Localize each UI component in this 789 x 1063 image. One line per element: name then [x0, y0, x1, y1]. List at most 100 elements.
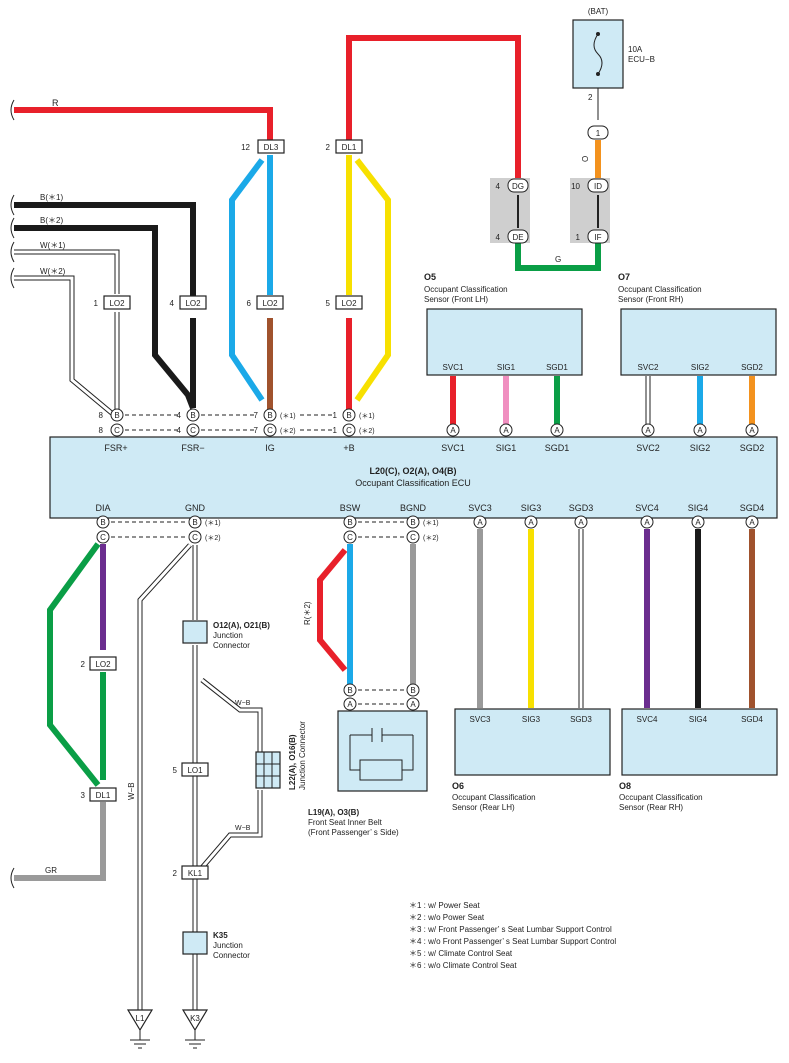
svg-text:Junction Connector: Junction Connector [298, 721, 307, 790]
svg-text:(＊2): (＊2) [280, 428, 296, 435]
svg-text:B: B [114, 411, 119, 420]
svg-text:SIG2: SIG2 [691, 363, 710, 372]
wire-label-w2: W(＊2) [40, 267, 66, 276]
svg-text:B: B [347, 686, 352, 695]
svg-text:1: 1 [333, 411, 338, 420]
connector-lo2-br: LO2 6 [247, 295, 284, 310]
ecu-pin-bsw: BSW [340, 503, 361, 513]
wire-label-g: G [555, 255, 561, 264]
connector-lo1: LO1 5 [173, 762, 209, 777]
svg-text:12: 12 [241, 143, 250, 152]
wire-break-mark [10, 241, 15, 263]
svg-text:LO2: LO2 [341, 299, 357, 308]
svg-text:LO2: LO2 [185, 299, 201, 308]
svg-text:2: 2 [173, 869, 178, 878]
connector-dl1-dia: DL1 3 [81, 787, 117, 802]
svg-text:A: A [578, 518, 584, 527]
svg-text:LO2: LO2 [109, 299, 125, 308]
svg-text:4: 4 [170, 299, 175, 308]
svg-text:B: B [410, 686, 415, 695]
svg-text:(＊2): (＊2) [423, 535, 439, 542]
ecu-pin-svc3: SVC3 [468, 503, 492, 513]
wire-label-wb: W−B [127, 782, 136, 800]
svg-text:LO2: LO2 [95, 660, 111, 669]
svg-text:L22(A), O16(B): L22(A), O16(B) [288, 734, 297, 790]
svg-text:SGD1: SGD1 [546, 363, 568, 372]
svg-text:A: A [749, 518, 755, 527]
wire-white-w1 [14, 249, 120, 294]
wire-break-mark [10, 99, 15, 121]
svg-text:4: 4 [177, 426, 182, 435]
svg-text:Junction: Junction [213, 941, 243, 950]
wire-gray-gr [14, 802, 106, 881]
sensor-top-pin-row: A A A A A A [446, 423, 759, 437]
svg-text:Occupant Classification: Occupant Classification [424, 285, 508, 294]
ecu-pin-dia: DIA [95, 503, 110, 513]
svg-text:8: 8 [99, 411, 104, 420]
legend-item: ＊4 : w/o Front Passenger’ s Seat Lumbar … [409, 937, 616, 946]
junction-o12: O12(A), O21(B) Junction Connector [182, 620, 270, 650]
svg-text:A: A [410, 700, 416, 709]
svg-text:3: 3 [81, 791, 86, 800]
svg-text:B: B [267, 411, 272, 420]
svg-text:A: A [554, 426, 560, 435]
ecu-pin-sgd2: SGD2 [740, 443, 765, 453]
svg-text:Sensor (Rear RH): Sensor (Rear RH) [619, 803, 683, 812]
connector-lo2-w: LO2 1 [94, 295, 131, 310]
svg-text:(＊1): (＊1) [423, 520, 439, 527]
connector-if: IF 1 [576, 229, 609, 244]
ecu-body [49, 436, 778, 519]
svg-text:1: 1 [333, 426, 338, 435]
ecu-name: Occupant Classification ECU [355, 478, 471, 488]
ecu-title: L20(C), O2(A), O4(B) [369, 466, 456, 476]
svg-text:4: 4 [496, 233, 501, 242]
svg-text:DL3: DL3 [264, 143, 279, 152]
legend-item: ＊3 : w/ Front Passenger’ s Seat Lumbar S… [409, 925, 612, 934]
svg-text:Occupant Classification: Occupant Classification [452, 793, 536, 802]
fuse-source: (BAT) [588, 7, 609, 16]
svg-text:SGD3: SGD3 [570, 715, 592, 724]
svg-text:10: 10 [571, 182, 580, 191]
ecu-pin-gnd: GND [185, 503, 206, 513]
svg-text:LO2: LO2 [262, 299, 278, 308]
wire-label-w1: W(＊1) [40, 241, 66, 250]
legend-item: ＊1 : w/ Power Seat [409, 901, 480, 910]
ecu-pin-svc4: SVC4 [635, 503, 659, 513]
svg-text:DE: DE [512, 233, 523, 242]
svg-text:SGD4: SGD4 [741, 715, 763, 724]
svg-text:Occupant Classification: Occupant Classification [619, 793, 703, 802]
wire-red-dl3 [14, 107, 273, 140]
ecu-pin-fsr-plus: FSR+ [104, 443, 127, 453]
wire-wb-l22-a [200, 678, 263, 760]
svg-text:B: B [192, 518, 197, 527]
wire-break-mark [10, 217, 15, 239]
connector-dl3: DL3 12 [241, 139, 285, 154]
svg-text:A: A [697, 426, 703, 435]
svg-text:O8: O8 [619, 781, 631, 791]
svg-text:LO1: LO1 [187, 766, 203, 775]
connector-id: ID 10 [571, 178, 609, 193]
svg-text:7: 7 [254, 426, 259, 435]
fuse-terminal-bottom [596, 72, 600, 76]
svg-text:DL1: DL1 [96, 791, 111, 800]
sensor-o6: SVC3 SIG3 SGD3 O6 Occupant Classificatio… [452, 708, 611, 812]
ecu-pin-fsr-minus: FSR− [181, 443, 204, 453]
svg-text:A: A [749, 426, 755, 435]
svg-text:C: C [190, 426, 196, 435]
svg-text:SIG3: SIG3 [522, 715, 541, 724]
ecu-bottom-pin-labels: DIA GND BSW BGND SVC3 SIG3 SGD3 SVC4 SIG… [95, 503, 764, 513]
ecu-pin-sig4: SIG4 [688, 503, 709, 513]
connector-lo2-r: LO2 5 [326, 295, 363, 310]
wire-break-mark [10, 267, 15, 289]
svg-text:(＊1): (＊1) [359, 413, 375, 420]
svg-text:(＊1): (＊1) [205, 520, 221, 527]
wire-white-w2-core [14, 276, 115, 417]
wire-green-g [515, 243, 601, 271]
svg-text:4: 4 [496, 182, 501, 191]
svg-text:SVC1: SVC1 [443, 363, 464, 372]
connector-de: DE 4 [496, 229, 529, 244]
sensor-o8: SVC4 SIG4 SGD4 O8 Occupant Classificatio… [619, 708, 778, 812]
svg-text:B: B [190, 411, 195, 420]
ecu-pin-svc2: SVC2 [636, 443, 660, 453]
wire-white-w1-core [14, 250, 119, 294]
